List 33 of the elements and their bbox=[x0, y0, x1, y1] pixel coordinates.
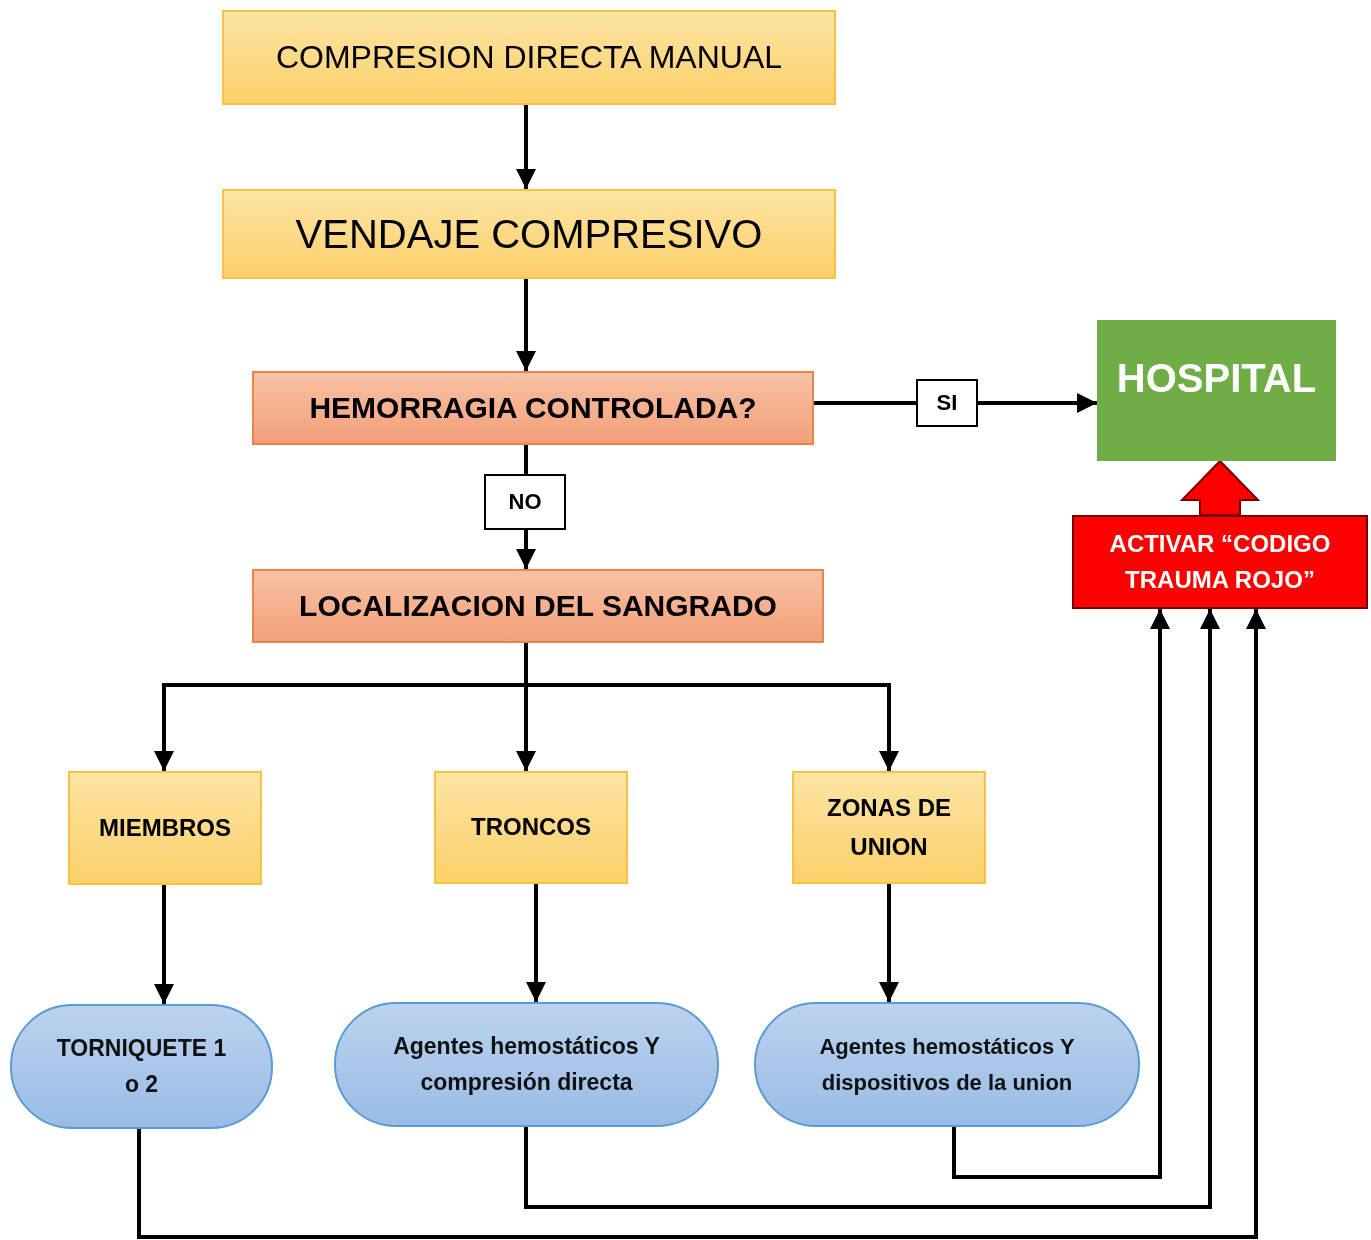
arrow bbox=[516, 279, 536, 371]
block-arrow bbox=[1179, 459, 1261, 516]
arrow bbox=[154, 885, 174, 1004]
node-label: ACTIVAR “CODIGO TRAUMA ROJO” bbox=[1108, 529, 1332, 595]
destination-box bbox=[1097, 320, 1336, 461]
process-box bbox=[252, 569, 824, 643]
node-label: TORNIQUETE 1 o 2 bbox=[56, 1033, 227, 1099]
node-label: Agentes hemostáticos Y dispositivos de la union bbox=[818, 1033, 1076, 1097]
node-label: LOCALIZACION DEL SANGRADO bbox=[299, 588, 777, 624]
alert-box bbox=[1072, 515, 1368, 609]
arrow bbox=[524, 609, 1220, 1209]
node-label: HEMORRAGIA CONTROLADA? bbox=[309, 390, 757, 426]
arrow bbox=[526, 884, 546, 1002]
process-box bbox=[222, 10, 836, 105]
decision-box bbox=[252, 371, 814, 445]
node-label: MIEMBROS bbox=[99, 813, 231, 843]
process-box bbox=[222, 189, 836, 279]
arrow bbox=[879, 884, 899, 1002]
edge-label: SI bbox=[916, 379, 978, 427]
node-label: COMPRESION DIRECTA MANUAL bbox=[275, 38, 783, 77]
category-box bbox=[68, 771, 262, 885]
arrow bbox=[524, 643, 899, 771]
arrow bbox=[952, 609, 1170, 1179]
arrow bbox=[516, 105, 536, 189]
node-label: VENDAJE COMPRESIVO bbox=[295, 211, 763, 258]
arrow bbox=[137, 609, 1266, 1239]
node-label: TRONCOS bbox=[471, 813, 591, 842]
node-label: Agentes hemostáticos Y compresión directa bbox=[392, 1031, 661, 1097]
category-box bbox=[792, 771, 986, 884]
category-box bbox=[434, 771, 628, 884]
node-label: ZONAS DE UNION bbox=[826, 793, 952, 862]
node-label: HOSPITAL bbox=[1116, 355, 1317, 402]
edge-label: NO bbox=[484, 474, 566, 530]
